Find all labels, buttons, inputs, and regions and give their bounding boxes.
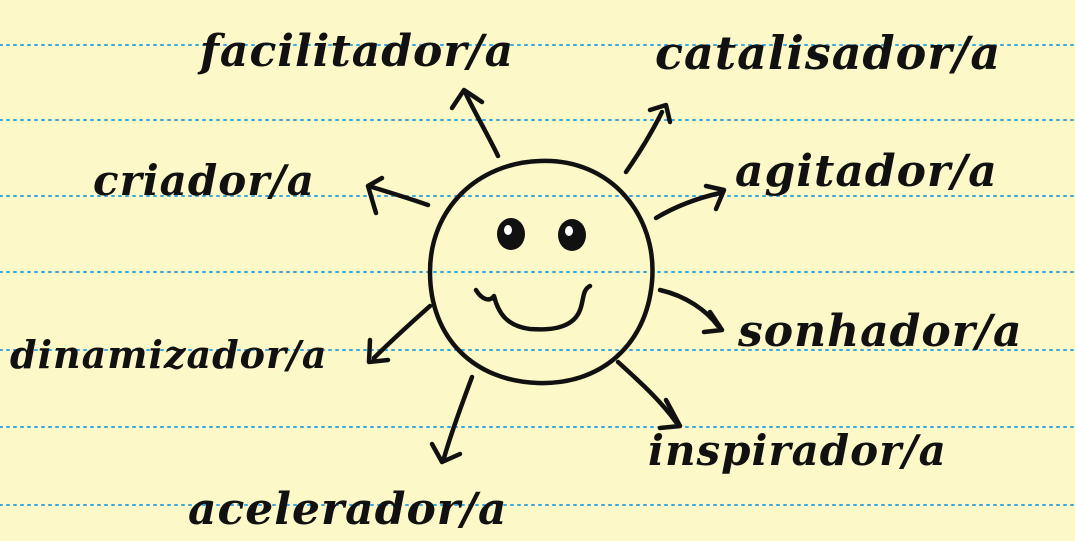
label-criador: criador/a (93, 160, 315, 202)
arrow-inspirador (618, 362, 680, 428)
arrow-acelerador (432, 377, 472, 462)
label-inspirador: inspirador/a (648, 430, 947, 472)
label-acelerador: acelerador/a (188, 488, 508, 532)
label-sonhador: sonhador/a (738, 310, 1022, 354)
arrow-facilitador (452, 90, 498, 156)
arrow-catalisador (626, 105, 670, 172)
arrow-sonhador (660, 290, 722, 332)
label-agitador: agitador/a (735, 150, 998, 194)
arrow-agitador (656, 186, 724, 218)
arrow-criador (368, 178, 428, 213)
label-catalisador: catalisador/a (655, 30, 1001, 76)
label-facilitador: facilitador/a (200, 30, 514, 74)
arrow-dinamizador (369, 306, 430, 362)
label-dinamizador: dinamizador/a (10, 336, 328, 374)
